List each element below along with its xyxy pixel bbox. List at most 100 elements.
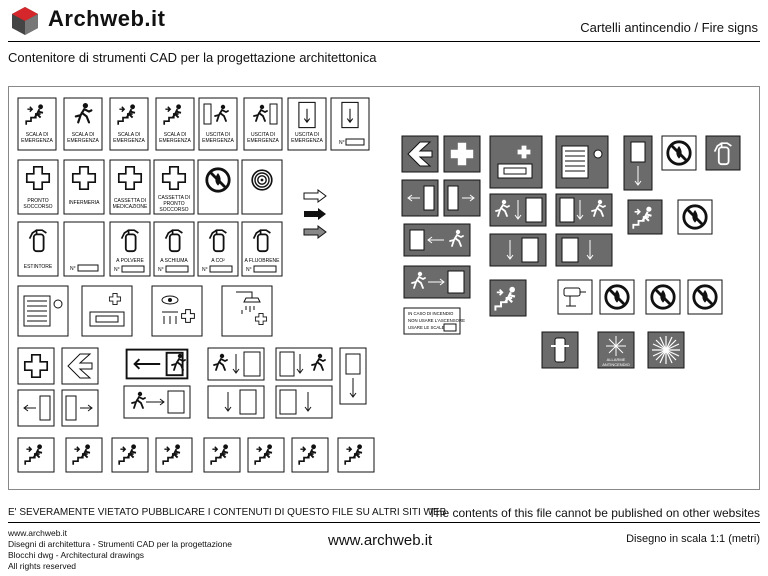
svg-text:SCALA DI: SCALA DI (72, 132, 95, 138)
sign-door-right-1 (61, 389, 99, 427)
arrow-hatched-icon (303, 225, 327, 239)
sign-first-aid-bag (81, 285, 133, 337)
svg-text:EMERGENZA: EMERGENZA (21, 138, 53, 144)
sign-exit-down-4 (275, 385, 333, 419)
svg-text:SCALA DI: SCALA DI (26, 132, 49, 138)
sign-infermeria: INFERMERIA (63, 159, 105, 215)
dark-sign-cross (443, 135, 481, 173)
sign-hose-cabinet (17, 285, 69, 337)
svg-text:INFERMERIA: INFERMERIA (69, 200, 101, 206)
svg-text:A SCHIUMA: A SCHIUMA (160, 258, 188, 264)
svg-text:NON USARE L'ASCENSORE: NON USARE L'ASCENSORE (408, 318, 465, 323)
footer-line-4: All rights reserved (8, 561, 77, 571)
page-subtitle: Contenitore di strumenti CAD per la prog… (8, 50, 377, 65)
sign-hose-reel (241, 159, 283, 215)
prohibition-sign-2 (645, 279, 681, 315)
dark-sign-door-down-2 (555, 233, 613, 267)
dark-sign-stairs (627, 199, 663, 235)
sign-hydrant (557, 279, 593, 315)
svg-text:A POLVERE: A POLVERE (116, 258, 144, 264)
svg-text:MEDICAZIONE: MEDICAZIONE (113, 204, 148, 210)
sign-no-flame (197, 159, 239, 215)
sign-shower (221, 285, 273, 337)
drawing-scale: Disegno in scala 1:1 (metri) (626, 533, 760, 545)
dark-sign-door-right (443, 179, 481, 217)
footer-line-2: Disegni di architettura - Strumenti CAD … (8, 539, 232, 549)
page-title: Cartelli antincendio / Fire signs (580, 20, 758, 35)
arrow-outline-icon (303, 189, 327, 203)
footer-site[interactable]: www.archweb.it (8, 528, 68, 538)
svg-text:EMERGENZA: EMERGENZA (159, 138, 191, 144)
sign-schiuma: A SCHIUMA N° (153, 221, 195, 277)
svg-text:USCITA DI: USCITA DI (295, 132, 319, 138)
sign-arrow-number: N° (330, 97, 370, 151)
dark-sign-door-left (401, 179, 439, 217)
prohibition-sign-3 (687, 279, 723, 315)
dark-sign-stairs-2 (489, 279, 527, 317)
svg-text:SOCCORSO: SOCCORSO (159, 207, 188, 213)
dark-sign-alarm: ALLARME ANTINCENDIO (597, 331, 635, 369)
prohibition-sign-1 (599, 279, 635, 315)
sign-uscita-1: USCITA DI EMERGENZA (198, 97, 238, 151)
sign-eyewash (151, 285, 203, 337)
sign-pronto-soccorso: PRONTO SOCCORSO (17, 159, 59, 215)
svg-text:N°: N° (202, 267, 208, 273)
sign-blank-number: N° (63, 221, 105, 277)
sign-cassetta-pronto-soccorso: CASSETTA DI PRONTO SOCCORSO (153, 159, 195, 215)
footer-line-3: Blocchi dwg - Architectural drawings (8, 550, 145, 560)
svg-text:N°: N° (114, 267, 120, 273)
dark-sign-arrow-left (401, 135, 439, 173)
footer-url-link[interactable]: www.archweb.it (328, 532, 433, 549)
svg-text:EMERGENZA: EMERGENZA (202, 138, 234, 144)
svg-text:USCITA DI: USCITA DI (251, 132, 275, 138)
sign-cassetta-medicazione: CASSETTA DI MEDICAZIONE (109, 159, 151, 215)
svg-text:EMERGENZA: EMERGENZA (67, 138, 99, 144)
dark-sign-starburst (647, 331, 685, 369)
dark-sign-door-down (489, 233, 547, 267)
svg-text:ANTINCENDIO: ANTINCENDIO (602, 362, 630, 367)
dark-sign-first-aid-bag (489, 135, 543, 189)
stair-sign-row (17, 437, 375, 473)
svg-text:EMERGENZA: EMERGENZA (247, 138, 279, 144)
dark-sign-hydrant (541, 331, 579, 369)
archweb-logo-icon (12, 7, 38, 35)
dark-sign-exit-right (403, 265, 471, 299)
sign-scala-2: SCALA DI EMERGENZA (63, 97, 103, 151)
svg-text:SOCCORSO: SOCCORSO (23, 204, 52, 210)
dark-sign-exit-down-2 (555, 193, 613, 227)
footer-divider (8, 522, 760, 523)
dark-sign-arrow-down-tall (623, 135, 653, 191)
svg-text:PRONTO: PRONTO (27, 198, 48, 204)
no-flame-sign-2 (677, 199, 713, 235)
svg-text:N°: N° (158, 267, 164, 273)
sign-uscita-3: USCITA DI EMERGENZA (287, 97, 327, 151)
panel-incendio: IN CASO DI INCENDIO NON USARE L'ASCENSOR… (403, 307, 465, 335)
sign-exit-left-outline (125, 348, 189, 380)
svg-text:N°: N° (339, 140, 345, 146)
svg-text:CASSETTA DI: CASSETTA DI (158, 195, 190, 201)
sign-cross-outline (17, 347, 55, 385)
svg-text:ALLARME: ALLARME (607, 357, 626, 362)
svg-text:N°: N° (246, 267, 252, 273)
warning-italian: E' SEVERAMENTE VIETATO PUBBLICARE I CONT… (8, 507, 447, 518)
svg-text:A FLUOBRENE: A FLUOBRENE (244, 258, 280, 264)
dark-sign-exit-down (489, 193, 547, 227)
sign-door-left-1 (17, 389, 55, 427)
header-divider (8, 41, 760, 42)
svg-text:USARE LE SCALE: USARE LE SCALE (408, 325, 445, 330)
sign-scala-1: SCALA DI EMERGENZA (17, 97, 57, 151)
sign-polvere: A POLVERE N° (109, 221, 151, 277)
svg-text:SCALA DI: SCALA DI (118, 132, 141, 138)
sign-uscita-2: USCITA DI EMERGENZA (243, 97, 283, 151)
sign-exit-down-2 (207, 385, 265, 419)
sign-scala-4: SCALA DI EMERGENZA (155, 97, 195, 151)
footer-credits: www.archweb.it Disegni di architettura -… (8, 528, 232, 572)
svg-text:IN CASO DI INCENDIO: IN CASO DI INCENDIO (408, 311, 454, 316)
dark-sign-exit-left (403, 223, 471, 257)
svg-text:SCALA DI: SCALA DI (164, 132, 187, 138)
no-flame-sign-1 (661, 135, 697, 171)
sign-estintore: ESTINTORE (17, 221, 59, 277)
sign-scala-3: SCALA DI EMERGENZA (109, 97, 149, 151)
drawing-frame (8, 86, 760, 490)
sign-exit-down-1 (207, 347, 265, 381)
